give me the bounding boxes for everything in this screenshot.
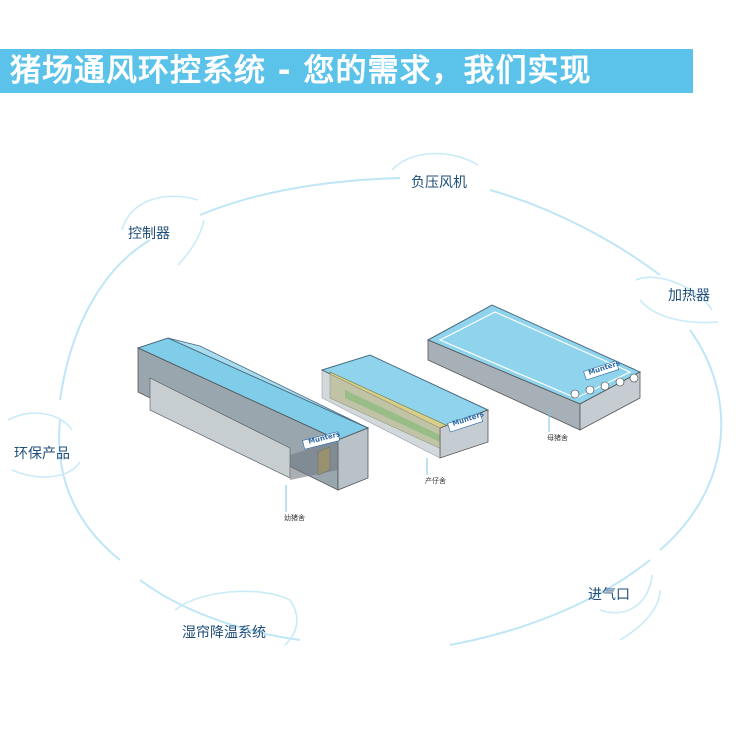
ring-arc-top-right (489, 189, 661, 276)
swoosh-heater-lower (639, 299, 719, 324)
sow-roof-frame (438, 311, 632, 399)
caption-sow: 母猪舍 (547, 434, 568, 442)
swoosh-cooling-lower (284, 599, 298, 646)
label-heater: 加热器 (668, 288, 710, 304)
swoosh-cooling (174, 590, 291, 611)
swoosh-controller (121, 195, 199, 231)
sow-fan-1 (570, 389, 580, 399)
farrowing-sign (447, 412, 484, 433)
swoosh-fan (391, 152, 479, 171)
swoosh-inlet-lower (619, 589, 661, 641)
feature-ring (58, 177, 723, 646)
swoosh-controller-lower (177, 219, 205, 266)
nursery-cooling-pad (290, 440, 338, 480)
label-air-inlet: 进气口 (588, 587, 630, 603)
ring-arc-right (659, 329, 723, 551)
caption-farrowing: 产仔舍 (425, 477, 446, 485)
farrowing-building (320, 354, 490, 475)
label-cooling-pad-system: 湿帘降温系统 (182, 625, 266, 641)
nursery-end-wall (337, 427, 369, 491)
label-negative-pressure-fan: 负压风机 (411, 175, 467, 191)
swoosh-eco-lower (11, 461, 81, 478)
ring-arc-left (59, 239, 151, 401)
swoosh-heater (635, 276, 713, 311)
nursery-sign (302, 431, 341, 450)
title-banner: 猪场通风环控系统 - 您的需求，我们实现 (0, 49, 693, 93)
ring-arc-bottom (139, 579, 301, 641)
swoosh-eco (7, 412, 73, 431)
sow-fan-2 (585, 385, 595, 395)
ring-arc-bottom-left (58, 419, 121, 561)
sow-sign (583, 360, 620, 381)
caption-nursery: 幼猪舍 (284, 514, 305, 522)
swoosh-inlet (599, 574, 653, 614)
ring-arc-top (199, 177, 401, 216)
ring-arc-bottom-right (449, 559, 651, 646)
sow-fan-5 (629, 373, 639, 383)
nursery-building (136, 337, 370, 512)
nursery-roof-slope (167, 337, 369, 429)
label-swooshes (7, 152, 719, 646)
page-title: 猪场通风环控系统 - 您的需求，我们实现 (10, 53, 592, 89)
label-eco-products: 环保产品 (14, 446, 70, 462)
farrowing-side-wall (321, 369, 441, 459)
sow-fan-4 (615, 377, 625, 387)
label-controller: 控制器 (128, 226, 170, 242)
sow-fan-3 (600, 381, 610, 391)
sow-building (426, 304, 642, 432)
